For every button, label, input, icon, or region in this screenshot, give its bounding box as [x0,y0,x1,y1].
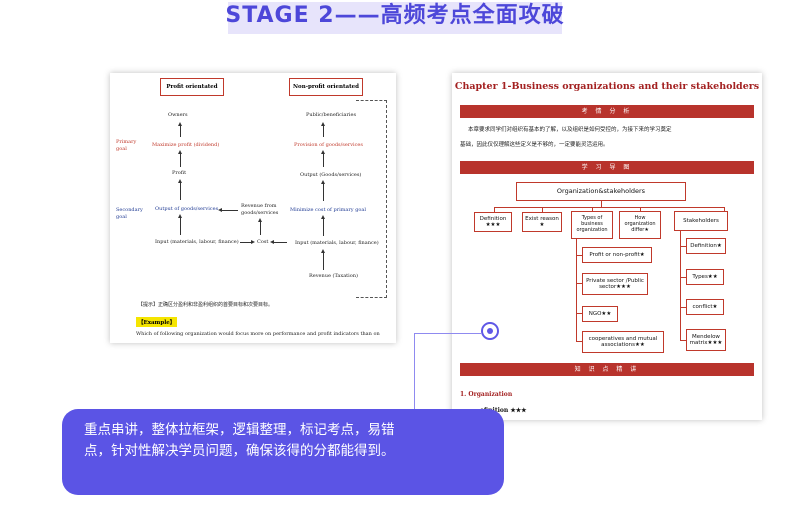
connector [640,207,641,211]
analysis-line-2: 基础，因此仅仅理解这些定义是不够的，一定要能灵活运用。 [460,142,609,148]
arrow-left [218,208,238,212]
owners-label: Owners [168,112,188,118]
output-goods-label: Output of goods/services [155,206,219,212]
connector [576,255,582,256]
example-text: Which of following organization would fo… [136,331,380,337]
title-highlight [228,2,562,34]
provision-label: Provision of goods/services [294,142,363,148]
public-label: Public/beneficiaries [306,112,357,118]
arrow-up [178,179,182,200]
nonprofit-heading: Non-profit orientated [289,78,363,96]
arrow-up [321,215,325,236]
revenue-from-label: Revenue from goods/services [241,203,279,216]
callout-line-1: 重点串讲，整体拉框架，逻辑整理，标记考点，易错 [84,422,395,438]
connector [680,231,681,341]
input-right-label: Input (materials, labour, finance) [295,240,379,246]
arrow-up [321,122,325,137]
arrow-up [178,150,182,167]
mindmap-s-definition: Definition★ [686,238,726,254]
profit-label: Profit [172,170,187,176]
arrow-up [321,180,325,201]
connector [576,239,577,342]
mindmap-root: Organization&stakeholders [516,182,686,201]
banner-knowledge: 知 识 点 精 讲 [460,363,754,376]
arrow-up [258,218,262,235]
callout-line-2: 点，针对性解决学员问题，确保该得的分都能得到。 [84,443,395,459]
mindmap-ngo: NGO★★ [582,306,618,322]
mindmap-s-types: Types★★ [686,269,724,285]
page-title: STAGE 2——高频考点全面攻破 [225,3,565,28]
tip-text: 【提示】正确区分盈利和非盈利组织的首要目标和次要目标。 [138,302,274,308]
analysis-line-1: 本章要求同学们对组织有基本的了解，以及组织是如何受控的，为接下来的学习奠定 [468,127,672,133]
mindmap-s-conflict: conflict★ [686,299,724,315]
chapter-page: Chapter 1-Business organizations and the… [452,73,762,420]
minimize-cost-label: Minimize cost of primary goal [290,207,366,213]
input-left-label: Input (materials, labour, finance) [155,239,239,245]
connector [680,307,686,308]
arrow-up [178,214,182,235]
mindmap-types: Types of business organization [571,211,613,239]
highlight-marker-icon [481,322,499,340]
example-label: 【Example】 [136,317,178,327]
connector [680,340,686,341]
chapter-title: Chapter 1-Business organizations and the… [454,81,760,92]
maximize-profit-label: Maximize profit (dividend) [152,142,220,148]
arrow-right [240,240,255,244]
mindmap-how-differ: How organization differ★ [619,211,661,239]
arrow-up [321,150,325,167]
mindmap-exist-reason: Exist reason ★ [522,212,562,232]
output-right-label: Output (Goods/services) [300,172,362,178]
connector [576,283,582,284]
mindmap-profit-nonprofit: Profit or non-profit★ [582,247,652,263]
connector [724,207,725,211]
banner-analysis: 考 情 分 析 [460,105,754,118]
callout-connector [414,333,481,334]
connector [592,207,593,211]
arrow-left [270,240,287,244]
banner-mindmap: 学 习 导 图 [460,161,754,174]
secondary-goal-label: Secondary goal [116,207,143,220]
callout-connector [414,333,415,411]
section-organization: 1. Organization [460,391,513,398]
primary-goal-label: Primary goal [116,139,137,152]
profit-heading: Profit orientated [160,78,224,96]
mindmap-private-public: Private sector /Public sector★★★ [582,273,648,295]
cost-label: Cost [257,239,269,245]
connector [576,341,582,342]
mindmap-s-mendelow: Mendelow matrix★★★ [686,329,726,351]
mindmap-stakeholders: Stakeholders [674,211,728,231]
mindmap-definition: Definition ★★★ [474,212,512,232]
mindmap-coops: cooperatives and mutual associations★★ [582,331,664,353]
subsection-definition: efinition ★★★ [480,407,527,414]
profit-diagram-page: Profit orientated Non-profit orientated … [110,73,396,343]
connector [542,207,543,212]
connector [680,277,686,278]
callout-box: 重点串讲，整体拉框架，逻辑整理，标记考点，易错 点，针对性解决学员问题，确保该得… [62,409,504,495]
connector [680,246,686,247]
dashed-bracket [356,100,387,298]
connector [494,207,724,208]
revenue-tax-label: Revenue (Taxation) [309,273,358,279]
arrow-up [321,249,325,270]
connector [601,201,602,207]
connector [494,207,495,212]
connector [576,313,582,314]
arrow-up [178,122,182,137]
